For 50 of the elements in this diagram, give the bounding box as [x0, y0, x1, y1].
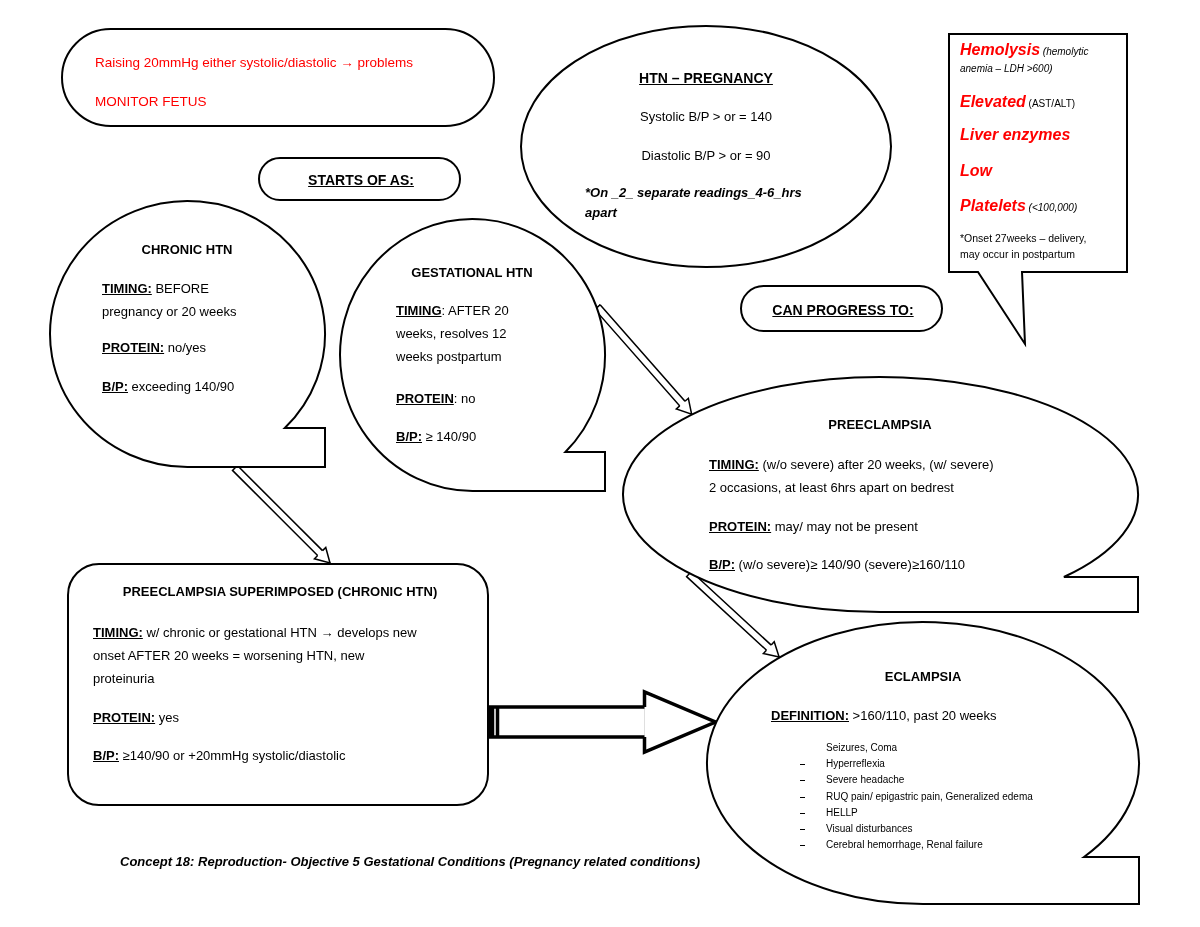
block-arrow [487, 690, 718, 754]
body-text: Elevated (AST/ALT) [960, 93, 1076, 112]
list-item: Seizures, Coma [826, 741, 898, 755]
list-item: Hyperreflexia [826, 757, 885, 772]
callout-box [948, 33, 1128, 345]
speech-bubble [339, 218, 606, 492]
body-text: B/P: ≥140/90 or +20mmHg systolic/diastolic [93, 747, 346, 765]
heading: GESTATIONAL HTN [411, 264, 533, 282]
body-text: Low [960, 161, 992, 181]
body-text: Liver enzymes [960, 125, 1071, 145]
heading: PREECLAMPSIA SUPERIMPOSED (CHRONIC HTN) [122, 583, 438, 601]
body-text: TIMING: BEFORE pregnancy or 20 weeks [102, 280, 238, 321]
caption: Concept 18: Reproduction- Objective 5 Gestational Conditions (Pregnancy related conditions) [120, 853, 701, 871]
info-box [67, 563, 489, 806]
list-item: Visual disturbances [826, 822, 913, 836]
list-item: HELLP [826, 805, 858, 820]
heading: PREECLAMPSIA [828, 416, 932, 434]
label-pill [258, 157, 461, 201]
body-text: PROTEIN: no/yes [102, 339, 207, 357]
note-text: MONITOR FETUS [95, 93, 207, 111]
body-text: B/P: ≥ 140/90 [396, 428, 477, 446]
body-text: Systolic B/P > or = 140 [640, 108, 772, 126]
speech-bubble [706, 621, 1140, 905]
body-text: Platelets (<100,000) [960, 197, 1078, 216]
body-text: Diastolic B/P > or = 90 [641, 147, 771, 165]
body-text: DEFINITION: >160/110, past 20 weeks [771, 707, 997, 725]
note-text: Raising 20mmHg either systolic/diastolic → problems [95, 54, 414, 72]
body-text: B/P: exceeding 140/90 [102, 378, 235, 396]
body-text: Hemolysis (hemolytic anemia – LDH >600) [960, 41, 1090, 76]
list-item: Severe headache [826, 773, 905, 788]
heading: CAN PROGRESS TO: [772, 301, 914, 320]
heading: STARTS OF AS: [308, 171, 414, 190]
body-text: TIMING: AFTER 20 weeks, resolves 12 weeks postpartum [396, 302, 510, 366]
heading: ECLAMPSIA [884, 668, 962, 686]
speech-bubble [49, 200, 326, 468]
body-text: PROTEIN: no [396, 390, 476, 408]
list-item: RUQ pain/ epigastric pain, Generalized edema [826, 789, 1033, 804]
label-pill [740, 285, 943, 332]
heading: CHRONIC HTN [141, 241, 233, 259]
body-text: PROTEIN: may/ may not be present [709, 518, 918, 536]
list-item: Cerebral hemorrhage, Renal failure [826, 838, 983, 853]
definition-ellipse [520, 25, 892, 268]
body-text: B/P: (w/o severe)≥ 140/90 (severe)≥160/110 [709, 556, 966, 574]
note-text: *Onset 27weeks – delivery, may occur in postpartum [960, 231, 1088, 262]
heading: HTN – PREGNANCY [639, 69, 773, 88]
speech-bubble [622, 376, 1139, 613]
body-text: TIMING: (w/o severe) after 20 weeks, (w/ severe) 2 occasions, at least 6hrs apart on bedrest [709, 456, 995, 497]
body-text: TIMING: w/ chronic or gestational HTN → develops new onset AFTER 20 weeks = worsening HTN, new proteinuria [93, 624, 418, 688]
note-text: *On _2_ separate readings_4-6_hrs apart [585, 184, 803, 222]
body-text: PROTEIN: yes [93, 709, 179, 727]
